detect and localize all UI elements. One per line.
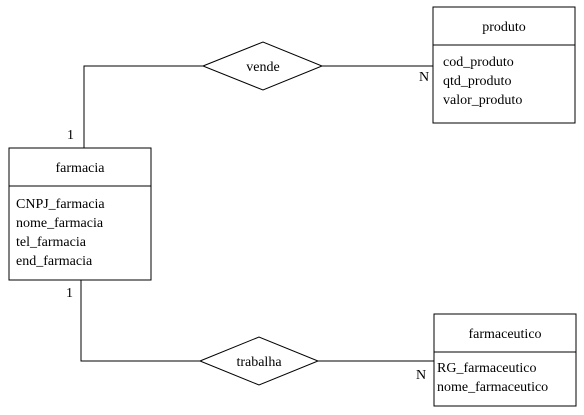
entity-farmaceutico[interactable]: farmaceutico RG_farmaceutico nome_farmac… [433,313,577,407]
entity-farmacia-attribute: end_farmacia [16,254,93,269]
entity-farmacia-attribute: nome_farmacia [16,216,104,231]
entity-farmacia[interactable]: farmacia CNPJ_farmacia nome_farmacia tel… [8,147,152,281]
relationship-vende[interactable]: vende [201,41,324,91]
relationship-trabalha[interactable]: trabalha [198,336,320,386]
entity-farmaceutico-box [433,313,577,407]
entity-farmacia-attribute: CNPJ_farmacia [16,197,105,212]
relationship-vende-label: vende [246,60,279,75]
entity-produto-title: produto [482,20,526,35]
entity-produto-attribute: valor_produto [443,93,522,108]
entity-farmacia-title: farmacia [56,161,106,176]
entity-produto[interactable]: produto cod_produto qtd_produto valor_pr… [432,6,576,124]
entity-produto-attribute: qtd_produto [443,74,511,89]
relationship-trabalha-label: trabalha [236,355,282,370]
cardinality-farmaceutico-trabalha: N [416,368,426,383]
entity-produto-attribute: cod_produto [443,55,514,70]
entity-farmaceutico-title: farmaceutico [468,327,541,342]
cardinality-farmacia-trabalha: 1 [66,286,73,301]
entity-farmacia-box [8,147,152,281]
connector-farmacia-trabalha [80,280,200,362]
relationship-trabalha-diamond [198,336,320,386]
entity-produto-box [432,6,576,124]
cardinality-farmacia-vende: 1 [67,128,74,143]
entity-farmacia-attribute: tel_farmacia [16,235,87,250]
relationship-vende-diamond [201,41,324,91]
connector-farmacia-vende [83,65,203,148]
entity-farmaceutico-attribute: RG_farmaceutico [437,361,537,376]
entity-farmaceutico-attribute: nome_farmaceutico [437,380,548,395]
cardinality-produto-vende: N [419,70,429,85]
